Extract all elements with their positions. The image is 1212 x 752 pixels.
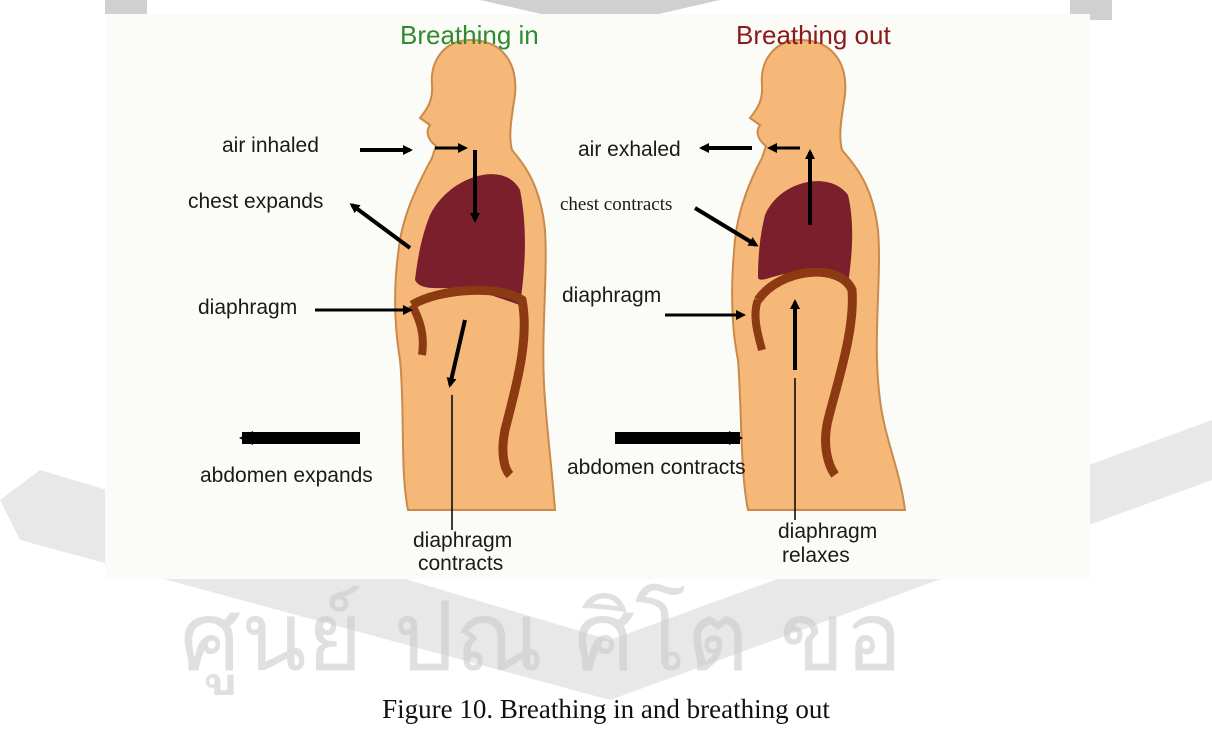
label-abdomen-expands: abdomen expands xyxy=(200,464,373,487)
label-abdomen-contracts: abdomen contracts xyxy=(567,456,746,479)
title-breathing-in: Breathing in xyxy=(400,20,539,50)
label-diaphragm-in: diaphragm xyxy=(198,296,297,319)
label-air-exhaled: air exhaled xyxy=(578,138,681,161)
watermark-text: ศูนย์ ปณ ศิโต ขอ xyxy=(180,581,902,695)
label-chest-contracts: chest contracts xyxy=(560,194,672,215)
label-diaphragm-contracts-2: contracts xyxy=(418,552,503,575)
label-chest-expands: chest expands xyxy=(188,190,323,213)
figure-caption: Figure 10. Breathing in and breathing ou… xyxy=(0,694,1212,725)
watermark-top-chevron xyxy=(480,0,720,16)
label-diaphragm-relaxes-1: diaphragm xyxy=(778,520,877,543)
label-diaphragm-contracts-1: diaphragm xyxy=(413,529,512,552)
title-breathing-out: Breathing out xyxy=(736,20,891,50)
label-air-inhaled: air inhaled xyxy=(222,134,319,157)
label-diaphragm-out: diaphragm xyxy=(562,284,661,307)
label-diaphragm-relaxes-2: relaxes xyxy=(782,544,850,567)
